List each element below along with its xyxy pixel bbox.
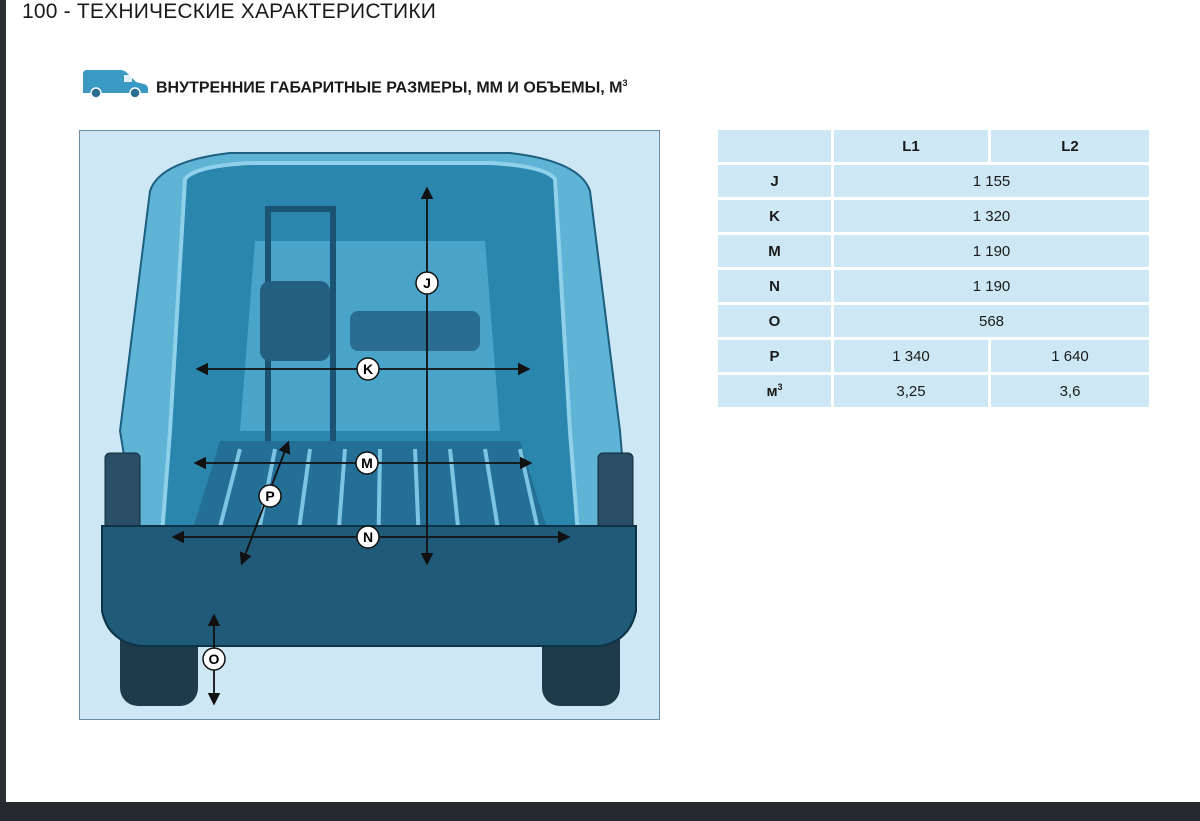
seat: [260, 281, 330, 361]
row-value-l1: 1 340: [834, 340, 988, 372]
row-key: P: [718, 340, 831, 372]
rear-bumper: [101, 525, 637, 647]
volume-unit-sup: 3: [777, 382, 783, 392]
table-row-volume: м3 3,25 3,6: [718, 375, 1149, 407]
viewer-bottom-frame: [0, 802, 1200, 821]
table-row-k: K 1 320: [718, 200, 1149, 232]
cargo-dimensions-diagram: J K M N P O: [79, 130, 660, 720]
section-title: ВНУТРЕННИЕ ГАБАРИТНЫЕ РАЗМЕРЫ, ММ И ОБЪЕ…: [156, 73, 628, 98]
table-corner-cell: [718, 130, 831, 162]
section-title-sup: 3: [622, 78, 628, 88]
dim-label-m: M: [355, 451, 379, 475]
svg-text:M: M: [361, 455, 373, 471]
van-icon: [83, 70, 148, 99]
row-key: K: [718, 200, 831, 232]
dim-label-p: P: [258, 484, 282, 508]
ladder-rail-right: [330, 206, 336, 441]
svg-text:O: O: [209, 651, 220, 667]
row-value: 568: [834, 305, 1149, 337]
right-tail-light: [597, 452, 634, 536]
dim-label-j: J: [415, 271, 439, 295]
table-header-row: L1 L2: [718, 130, 1149, 162]
table-row-p: P 1 340 1 640: [718, 340, 1149, 372]
viewer-left-frame: [0, 0, 6, 821]
row-key: J: [718, 165, 831, 197]
row-value-l2: 1 640: [991, 340, 1149, 372]
row-value-l1: 3,25: [834, 375, 988, 407]
svg-text:K: K: [363, 361, 373, 377]
table-row-o: O 568: [718, 305, 1149, 337]
column-header-l2: L2: [991, 130, 1149, 162]
ladder-top: [265, 206, 336, 212]
row-key-volume: м3: [718, 375, 831, 407]
row-key: N: [718, 270, 831, 302]
column-header-l1: L1: [834, 130, 988, 162]
dim-label-k: K: [356, 357, 380, 381]
dim-label-o: O: [202, 647, 226, 671]
row-value: 1 155: [834, 165, 1149, 197]
page-title: 100 - ТЕХНИЧЕСКИЕ ХАРАКТЕРИСТИКИ: [22, 0, 437, 23]
row-key: O: [718, 305, 831, 337]
table-row-j: J 1 155: [718, 165, 1149, 197]
dashboard: [350, 311, 480, 351]
svg-text:N: N: [363, 529, 373, 545]
dim-label-n: N: [356, 525, 380, 549]
section-title-text: ВНУТРЕННИЕ ГАБАРИТНЫЕ РАЗМЕРЫ, ММ И ОБЪЕ…: [156, 79, 623, 97]
row-key: M: [718, 235, 831, 267]
row-value: 1 320: [834, 200, 1149, 232]
row-value: 1 190: [834, 270, 1149, 302]
van-rear-illustration: J K M N P O: [101, 152, 637, 706]
row-value-l2: 3,6: [991, 375, 1149, 407]
left-tail-light: [104, 452, 141, 536]
svg-text:J: J: [423, 275, 431, 291]
svg-text:P: P: [265, 488, 274, 504]
volume-unit: м: [766, 383, 778, 400]
row-value: 1 190: [834, 235, 1149, 267]
table-row-m: M 1 190: [718, 235, 1149, 267]
table-row-n: N 1 190: [718, 270, 1149, 302]
dimensions-table: L1 L2 J 1 155 K 1 320 M 1 190 N 1 190 O …: [715, 127, 1152, 410]
